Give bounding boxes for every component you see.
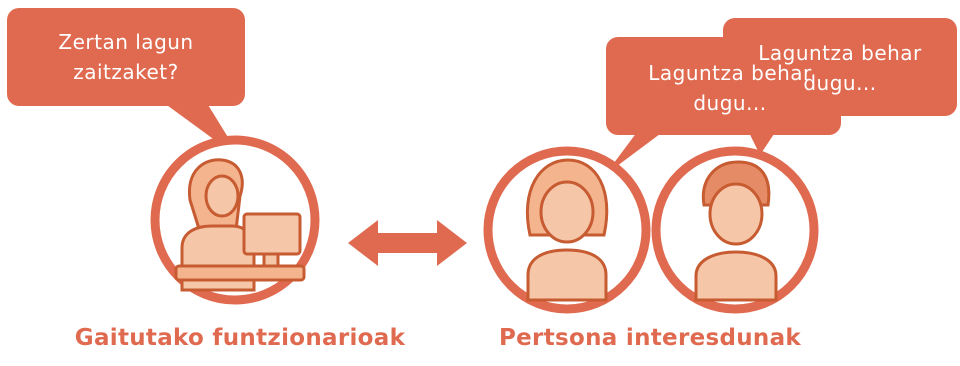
- double-arrow-icon: [348, 220, 467, 266]
- citizen-speech-text-back: Laguntza behar dugu...: [648, 61, 812, 115]
- official-icon: [150, 135, 320, 305]
- citizens-caption: Pertsona interesdunak: [499, 325, 801, 351]
- official-speech-text: Zertan lagun zaitzaket?: [58, 30, 194, 84]
- woman-avatar-icon: [483, 146, 651, 314]
- citizen-speech-bubble-front: [723, 18, 957, 155]
- official-caption: Gaitutako funtzionarioak: [74, 325, 406, 351]
- citizen-speech-text-front: Laguntza behar dugu...: [758, 41, 922, 95]
- man-avatar-icon: [651, 146, 819, 314]
